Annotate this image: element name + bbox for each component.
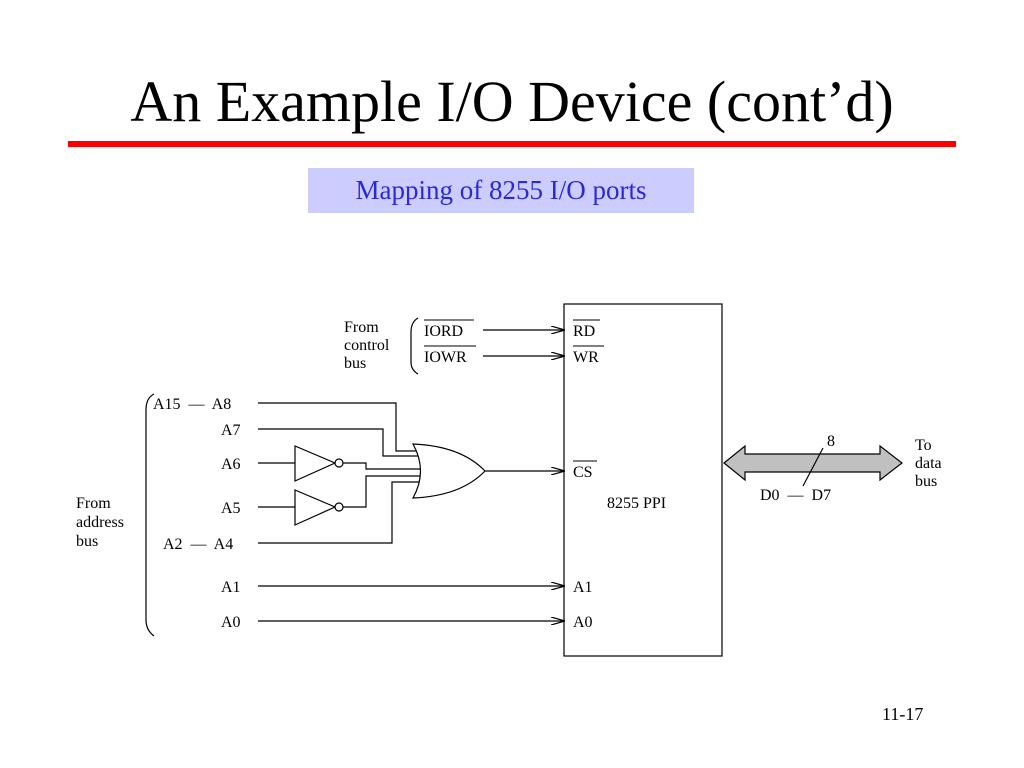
- address-a1-label: A1: [221, 579, 241, 596]
- inverter-a6: [294, 445, 337, 482]
- bus-width-label: 8: [827, 433, 835, 450]
- page-number: 11-17: [882, 704, 924, 724]
- wire-a7: [258, 428, 424, 457]
- chip-label: 8255 PPI: [607, 495, 666, 512]
- title-underline: [68, 141, 956, 147]
- to-data-bus-line3: bus: [915, 473, 937, 490]
- slide-subtitle: Mapping of 8255 I/O ports: [308, 168, 694, 213]
- a0-pin-label: A0: [573, 614, 593, 631]
- chip-8255-box: [563, 303, 723, 657]
- iord-label: IORD: [424, 323, 463, 340]
- wire-a5-inv: [343, 475, 426, 508]
- inverter-a5: [294, 489, 337, 526]
- a1-pin-label: A1: [573, 579, 593, 596]
- address-a6-label: A6: [221, 456, 241, 473]
- slide-title: An Example I/O Device (cont’d): [130, 69, 894, 134]
- to-data-bus-line2: data: [915, 455, 942, 472]
- rd-pin-label: RD: [573, 323, 595, 340]
- wire-a15-a8: [258, 402, 424, 452]
- inverter-a6-bubble: [334, 458, 344, 468]
- cs-pin-label: CS: [573, 464, 593, 481]
- control-bus-label-line3: bus: [344, 355, 366, 372]
- address-bus-label-line3: bus: [76, 533, 98, 550]
- address-a0-label: A0: [221, 614, 241, 631]
- bus-width-slash: [802, 447, 824, 487]
- iowr-label: IOWR: [424, 349, 467, 366]
- inverter-a5-bubble: [334, 502, 344, 512]
- control-bus-brace: [410, 317, 419, 375]
- data-lines-label: D0 — D7: [760, 487, 831, 504]
- address-a2-a4-label: A2 — A4: [163, 536, 233, 553]
- address-bus-label-line1: From: [76, 495, 111, 512]
- address-a5-label: A5: [221, 500, 241, 517]
- address-a7-label: A7: [221, 422, 241, 439]
- address-bus-label-line2: address: [76, 514, 124, 531]
- control-bus-label-line2: control: [344, 337, 390, 354]
- wire-a6-inv: [343, 462, 426, 470]
- wr-pin-label: WR: [573, 349, 599, 366]
- wire-a2-a4: [258, 481, 424, 544]
- address-bus-brace: [145, 393, 155, 637]
- address-a15-a8-label: A15 — A8: [153, 396, 231, 413]
- or-gate: [411, 443, 486, 499]
- to-data-bus-line1: To: [915, 437, 932, 454]
- data-bus-arrow: [723, 444, 903, 482]
- control-bus-label-line1: From: [344, 319, 379, 336]
